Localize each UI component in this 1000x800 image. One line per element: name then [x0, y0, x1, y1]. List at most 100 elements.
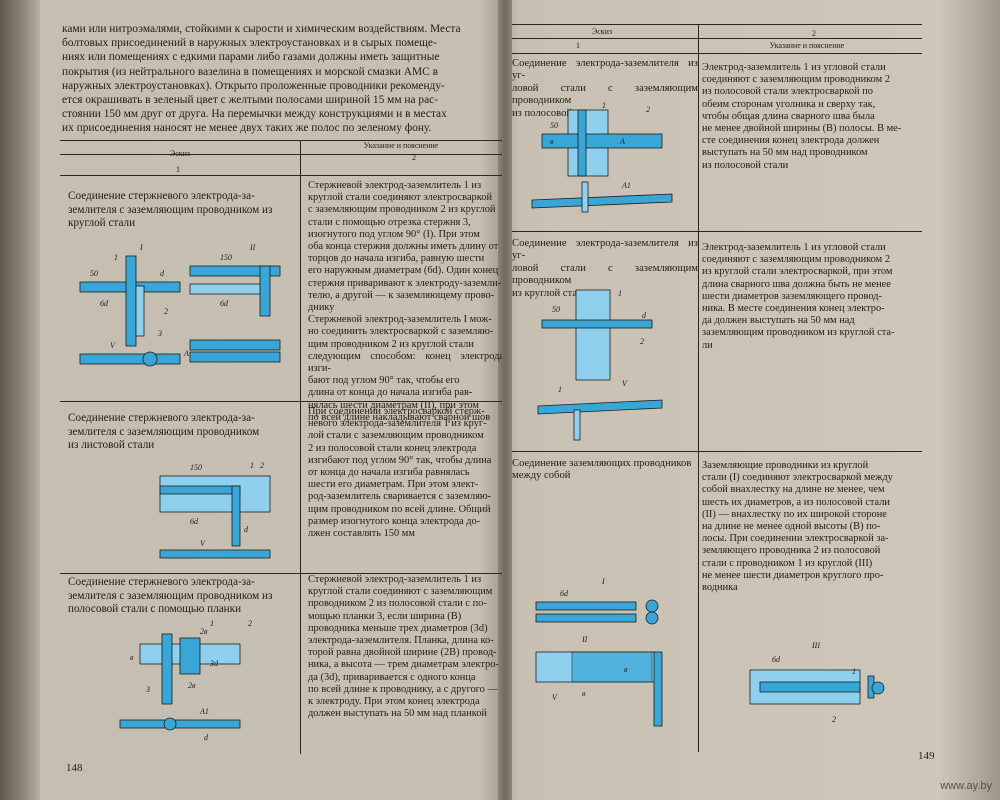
label-1: 1 [852, 667, 856, 676]
right-page-edge [938, 0, 1000, 800]
label-150: 150 [190, 463, 202, 472]
label-d: d [204, 733, 209, 742]
row-caption: Соединение стержневого электрода-за- зем… [68, 576, 273, 616]
intro-line: ниях или помещениях с едкими парами либо… [62, 51, 440, 64]
sketch-angle-to-strip: 1 2 50 в А А1 [531, 101, 673, 213]
label-1: 1 [618, 289, 622, 298]
row-explanation: Электрод-заземлитель 1 из угловой стали … [702, 62, 902, 171]
label-b: в [130, 653, 134, 662]
label-50: 50 [552, 305, 560, 314]
label-1: 1 [114, 253, 118, 262]
table-row: Соединение электрода-заземлителя из уг- … [512, 54, 922, 232]
header-num-2: 2 [412, 153, 416, 162]
left-page-edge [0, 0, 40, 800]
label-v: V [110, 341, 116, 350]
sketch-conductors-joined: I 6d II в в V III 6d 1 2 [535, 577, 885, 727]
label-6d: 6d [190, 517, 199, 526]
table-header: Эскиз Указание и пояснение 1 2 [60, 140, 502, 176]
row-explanation: Стержневой электрод-заземлитель 1 из кру… [308, 180, 502, 423]
label-roman2: II [249, 243, 256, 252]
label-2: 2 [832, 715, 836, 724]
intro-line: стоянии 150 мм друг от друга. На перемыч… [62, 108, 447, 121]
table-row: Соединение стержневого электрода-за- зем… [60, 402, 502, 574]
row-caption: Соединение заземляющих проводников между… [512, 458, 692, 482]
row-explanation: При соединении электросваркой стерж- нев… [308, 406, 492, 540]
row-caption: Соединение стержневого электрода-за- зем… [68, 190, 273, 230]
row-explanation: Заземляющие проводники из круглой стали … [702, 460, 893, 594]
label-d: d [244, 525, 249, 534]
label-roman1: I [601, 577, 605, 586]
page-number-left: 148 [66, 762, 83, 774]
label-3: 3 [145, 685, 150, 694]
label-6d: 6d [560, 589, 569, 598]
label-50: 50 [550, 121, 558, 130]
label-b: в [550, 137, 554, 146]
book-spine [498, 0, 512, 800]
label-2b-2: 2в [188, 681, 196, 690]
label-3d: 3d [209, 659, 219, 668]
label-a: А [183, 349, 189, 358]
table-row: Соединение стержневого электрода-за- зем… [60, 574, 502, 754]
intro-line: их присоединения наносят не менее двух т… [62, 122, 432, 135]
label-6d: 6d [100, 299, 109, 308]
label-1: 1 [250, 461, 254, 470]
header-num-2: 2 [812, 29, 816, 38]
label-2: 2 [164, 307, 168, 316]
label-1: 1 [602, 101, 606, 110]
header-col-explanation: Указание и пояснение [769, 41, 845, 50]
intro-line: болтовых присоединений в наружных электр… [62, 37, 437, 50]
table-header: Эскиз Указание и пояснение 1 2 [512, 24, 922, 54]
intro-line: ками или нитроэмалями, стойкими к сырост… [62, 23, 461, 35]
table-row: Соединение заземляющих проводников между… [512, 452, 922, 752]
intro-paragraph: ками или нитроэмалями, стойкими к сырост… [62, 22, 502, 136]
label-roman1: I [139, 243, 143, 252]
header-col-sketch: Эскиз [169, 149, 191, 158]
label-2b: 2в [200, 627, 208, 636]
label-1: 1 [210, 619, 214, 628]
sketch-rod-to-sheet-steel: 150 1 2 6d d V [159, 461, 271, 559]
label-a1: А1 [621, 181, 631, 190]
label-2: 2 [248, 619, 252, 628]
left-page: ками или нитроэмалями, стойкими к сырост… [40, 0, 502, 800]
label-150: 150 [220, 253, 232, 262]
page-number-right: 149 [918, 750, 935, 762]
label-1-b: 1 [558, 385, 562, 394]
label-2: 2 [646, 105, 650, 114]
label-2: 2 [640, 337, 644, 346]
label-a: А [619, 137, 625, 146]
label-50: 50 [90, 269, 98, 278]
intro-line: ется окрашивать в зеленый цвет с желтыми… [62, 94, 439, 107]
intro-line: наружных электроустановках). Открыто про… [62, 79, 445, 92]
table-row: Соединение стержневого электрода-за- зем… [60, 176, 502, 423]
label-3: 3 [157, 329, 162, 338]
header-num-1: 1 [176, 165, 180, 174]
label-2: 2 [260, 461, 264, 470]
label-6d-2: 6d [220, 299, 229, 308]
table-row: Соединение электрода-заземлителя из уг- … [512, 232, 922, 452]
header-num-1: 1 [576, 41, 580, 50]
label-d: d [160, 269, 165, 278]
label-v: V [552, 693, 558, 702]
row-explanation: Электрод-заземлитель 1 из угловой стали … [702, 242, 895, 351]
right-page: Эскиз Указание и пояснение 1 2 Соединени… [508, 0, 938, 800]
row-caption: Соединение электрода-заземлителя из уг- … [512, 238, 698, 299]
intro-line: покрытия (из нейтрального вазелина в пом… [62, 65, 438, 78]
row-explanation: Стержневой электрод-заземлитель 1 из кру… [308, 574, 499, 720]
label-v: V [622, 379, 628, 388]
label-roman2: II [581, 635, 588, 644]
label-roman3: III [811, 641, 820, 650]
label-b-2: в [582, 689, 586, 698]
sketch-angle-to-round-steel: 1 2 50 d 1 V [537, 289, 663, 441]
label-d: d [642, 311, 647, 320]
sketch-rod-to-strip-with-plate: 2в 1 2 3d в 3 2в А1 d [119, 619, 252, 742]
row-caption: Соединение стержневого электрода-за- зем… [68, 412, 260, 452]
label-v: V [200, 539, 206, 548]
watermark: www.ay.by [940, 780, 992, 792]
header-col-sketch: Эскиз [591, 27, 613, 36]
header-col-explanation: Указание и пояснение [363, 141, 439, 150]
label-a1: А1 [199, 707, 209, 716]
sketch-rod-to-round-steel: I II 150 6d 6d 50 d 1 2 3 V А [79, 243, 281, 367]
label-b: в [624, 665, 628, 674]
label-6d-2: 6d [772, 655, 781, 664]
